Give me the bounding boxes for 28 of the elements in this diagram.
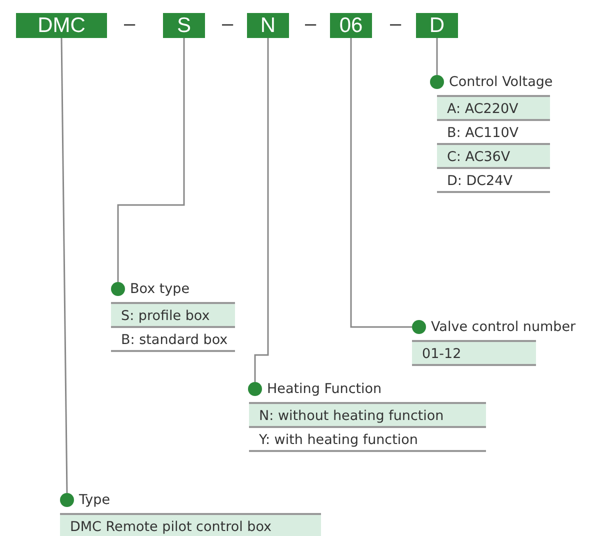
option-row: Y: with heating function — [249, 426, 486, 452]
option-row: B: standard box — [111, 326, 235, 352]
leader-line — [436, 38, 438, 75]
code-segment: DMC — [16, 13, 107, 38]
leader-line — [117, 38, 185, 282]
code-segment: D — [416, 13, 458, 38]
code-segment: S — [163, 13, 205, 38]
leader-line — [60, 38, 68, 493]
option-row: A: AC220V — [437, 95, 550, 119]
separator-dash: – — [305, 13, 316, 36]
leader-line — [350, 38, 412, 328]
option-row: D: DC24V — [437, 167, 550, 193]
field-heading: Control Voltage — [449, 73, 553, 91]
option-row: DMC Remote pilot control box — [60, 513, 321, 536]
field-heading: Box type — [130, 280, 190, 298]
field-heading: Heating Function — [267, 380, 382, 398]
option-row: N: without heating function — [249, 402, 486, 426]
separator-dash: – — [390, 13, 402, 36]
separator-dash: – — [124, 13, 136, 36]
field-heading: Type — [79, 491, 110, 509]
option-row: 01-12 — [412, 340, 536, 366]
separator-dash: – — [222, 13, 234, 36]
leader-line — [254, 38, 269, 382]
code-segment: 06 — [330, 13, 372, 38]
option-row: C: AC36V — [437, 143, 550, 167]
option-row: S: profile box — [111, 302, 235, 326]
code-segment: N — [247, 13, 289, 38]
field-heading: Valve control number — [431, 318, 576, 336]
